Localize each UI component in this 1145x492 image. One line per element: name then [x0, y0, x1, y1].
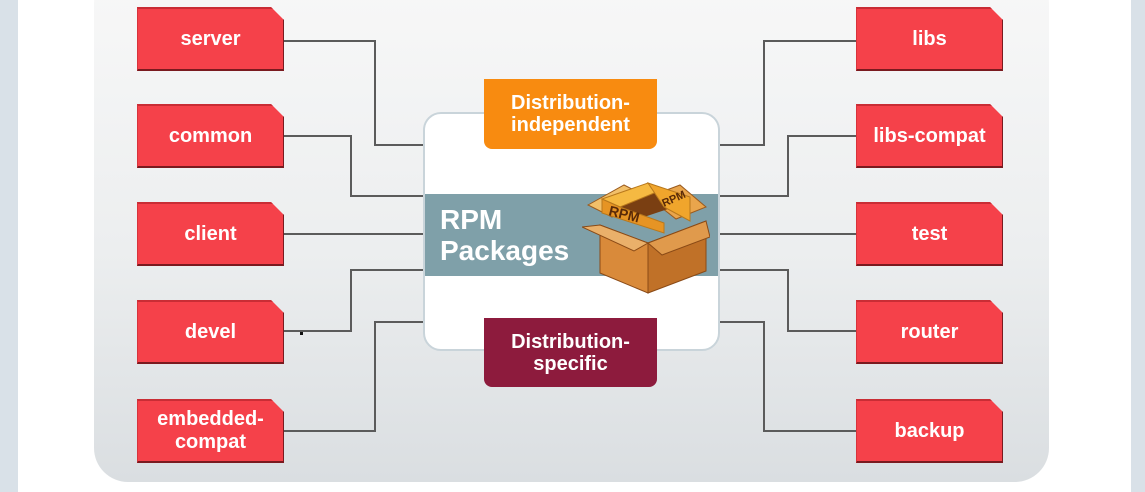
package-test-label: test — [911, 222, 948, 245]
connector-devel — [283, 269, 423, 332]
rpm-box-icon: RPM RPM — [582, 182, 710, 294]
stray-dot — [300, 332, 303, 335]
package-backup-label: backup — [894, 419, 965, 442]
box-label-front: RPM — [607, 202, 641, 225]
connector-backup — [720, 321, 857, 432]
connector-libs-compat — [720, 135, 857, 197]
package-backup[interactable]: backup — [856, 399, 1003, 463]
package-libs-label: libs — [912, 27, 947, 50]
connector-router — [720, 269, 857, 332]
package-common[interactable]: common — [137, 104, 284, 168]
package-libs-compat[interactable]: libs-compat — [856, 104, 1003, 168]
connector-common — [283, 135, 423, 197]
package-devel[interactable]: devel — [137, 300, 284, 364]
package-libs-compat-label: libs-compat — [873, 124, 986, 147]
distribution-specific-tag: Distribution- specific — [484, 318, 657, 387]
package-server-label: server — [180, 27, 241, 50]
package-client[interactable]: client — [137, 202, 284, 266]
package-router[interactable]: router — [856, 300, 1003, 364]
package-embedded-compat[interactable]: embedded- compat — [137, 399, 284, 463]
package-server[interactable]: server — [137, 7, 284, 71]
package-devel-label: devel — [184, 320, 237, 343]
package-client-label: client — [184, 222, 237, 245]
hub-title: RPM Packages — [440, 204, 570, 266]
connector-server — [283, 40, 423, 146]
distribution-independent-tag: Distribution- independent — [484, 79, 657, 149]
connector-libs — [720, 40, 857, 146]
package-router-label: router — [900, 320, 959, 343]
connector-embedded-compat — [283, 321, 423, 432]
package-libs[interactable]: libs — [856, 7, 1003, 71]
package-common-label: common — [168, 124, 253, 147]
package-embedded-compat-label: embedded- compat — [157, 408, 264, 453]
package-test[interactable]: test — [856, 202, 1003, 266]
